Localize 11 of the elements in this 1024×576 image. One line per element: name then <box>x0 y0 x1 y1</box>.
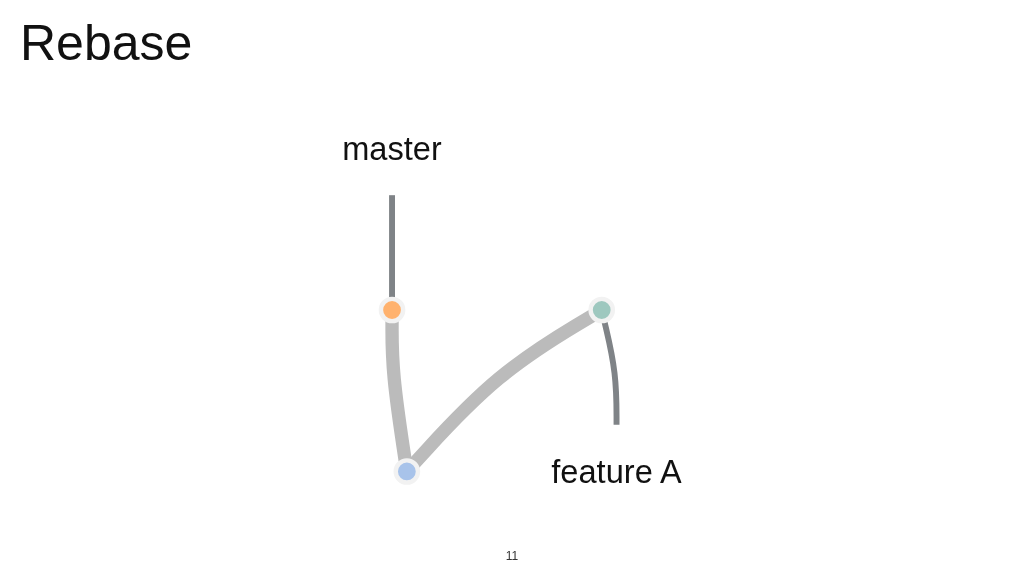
node-circle <box>393 458 421 485</box>
connector <box>601 320 620 425</box>
node-text: feature A <box>551 452 682 490</box>
node-circle <box>378 296 406 324</box>
page-number: 11 <box>505 549 519 563</box>
slide-title: Rebase <box>20 14 193 72</box>
connector <box>385 321 412 462</box>
connector <box>409 310 596 468</box>
node-circle <box>588 296 616 324</box>
connector <box>389 195 395 299</box>
node-text: master <box>342 130 442 168</box>
